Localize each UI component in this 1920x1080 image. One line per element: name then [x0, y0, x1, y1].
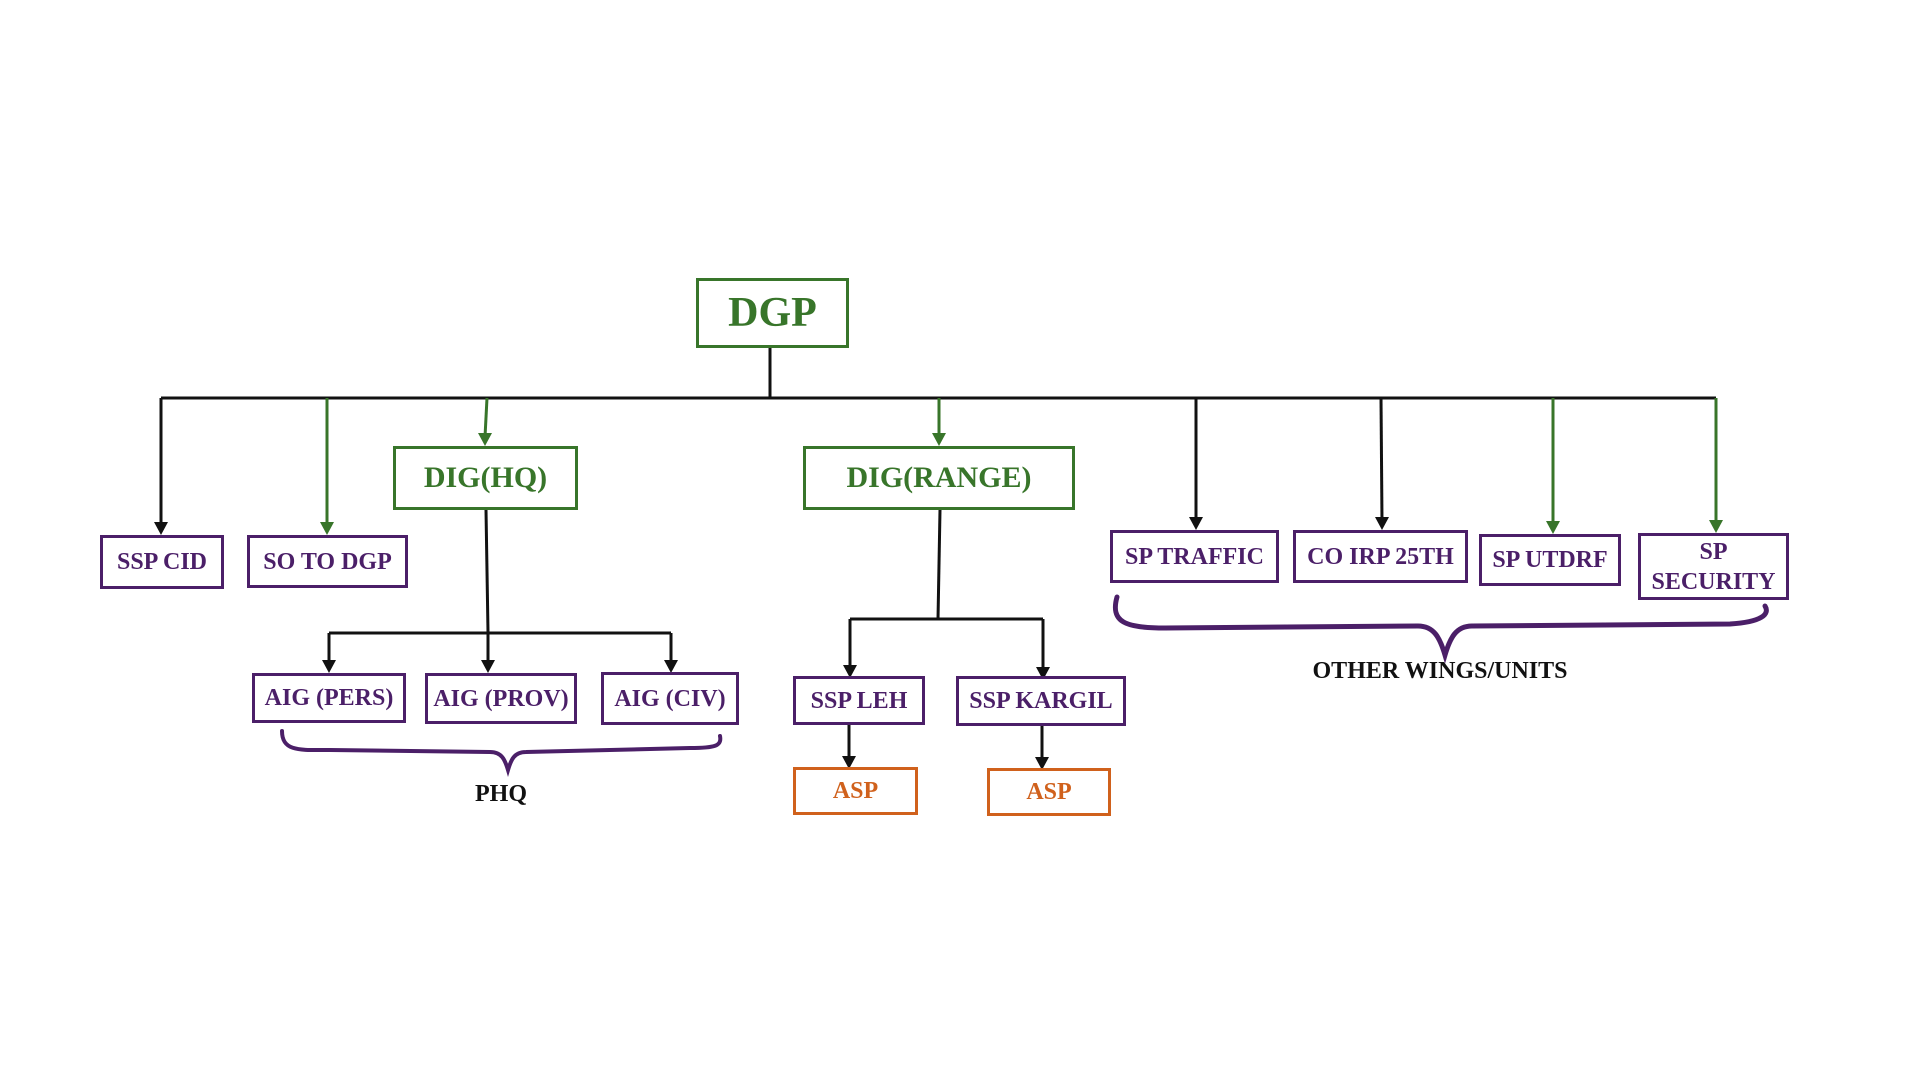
drop-sp-traffic [1189, 398, 1203, 530]
drop-asp-leh [842, 725, 856, 769]
drop-so-to-dgp [320, 398, 334, 535]
drop-aig-civ [664, 633, 678, 673]
asp-kargil-box: ASP [987, 768, 1111, 816]
dig-range-stem-line [936, 509, 942, 620]
sp-security-line-2: SECURITY [1651, 568, 1776, 595]
dig-hq-box: DIG(HQ) [393, 446, 578, 510]
other-wings-label: OTHER WINGS/UNITS [1312, 658, 1568, 684]
drop-co-irp [1375, 397, 1389, 530]
sp-security-box: SP SECURITY [1638, 533, 1789, 600]
aig-civ-box: AIG (CIV) [601, 672, 739, 725]
drop-dig-hq [478, 397, 492, 446]
drop-asp-kargil [1035, 726, 1049, 770]
so-to-dgp-box: SO TO DGP [247, 535, 408, 588]
ssp-kargil-box: SSP KARGIL [956, 676, 1126, 726]
aig-prov-box: AIG (PROV) [425, 673, 577, 724]
drop-aig-pers [322, 633, 336, 673]
dig-hq-stem-line [484, 509, 490, 633]
asp-leh-box: ASP [793, 767, 918, 815]
drop-aig-prov [481, 633, 495, 673]
drop-dig-range [932, 398, 946, 446]
drop-ssp-kargil [1036, 619, 1050, 680]
drop-sp-utdrf [1546, 398, 1560, 534]
co-irp-box: CO IRP 25TH [1293, 530, 1468, 583]
phq-brace [280, 729, 723, 777]
dgp-box: DGP [696, 278, 849, 348]
ssp-cid-box: SSP CID [100, 535, 224, 589]
drop-ssp-leh [843, 619, 857, 678]
other-wings-brace [1112, 594, 1769, 664]
sp-traffic-box: SP TRAFFIC [1110, 530, 1279, 583]
drop-ssp-cid [154, 398, 168, 535]
sp-security-line-1: SP [1699, 538, 1728, 565]
phq-label: PHQ [475, 781, 527, 807]
sp-utdrf-box: SP UTDRF [1479, 534, 1621, 586]
aig-pers-box: AIG (PERS) [252, 673, 406, 723]
ssp-leh-box: SSP LEH [793, 676, 925, 725]
drop-sp-security [1709, 398, 1723, 533]
dig-range-box: DIG(RANGE) [803, 446, 1075, 510]
